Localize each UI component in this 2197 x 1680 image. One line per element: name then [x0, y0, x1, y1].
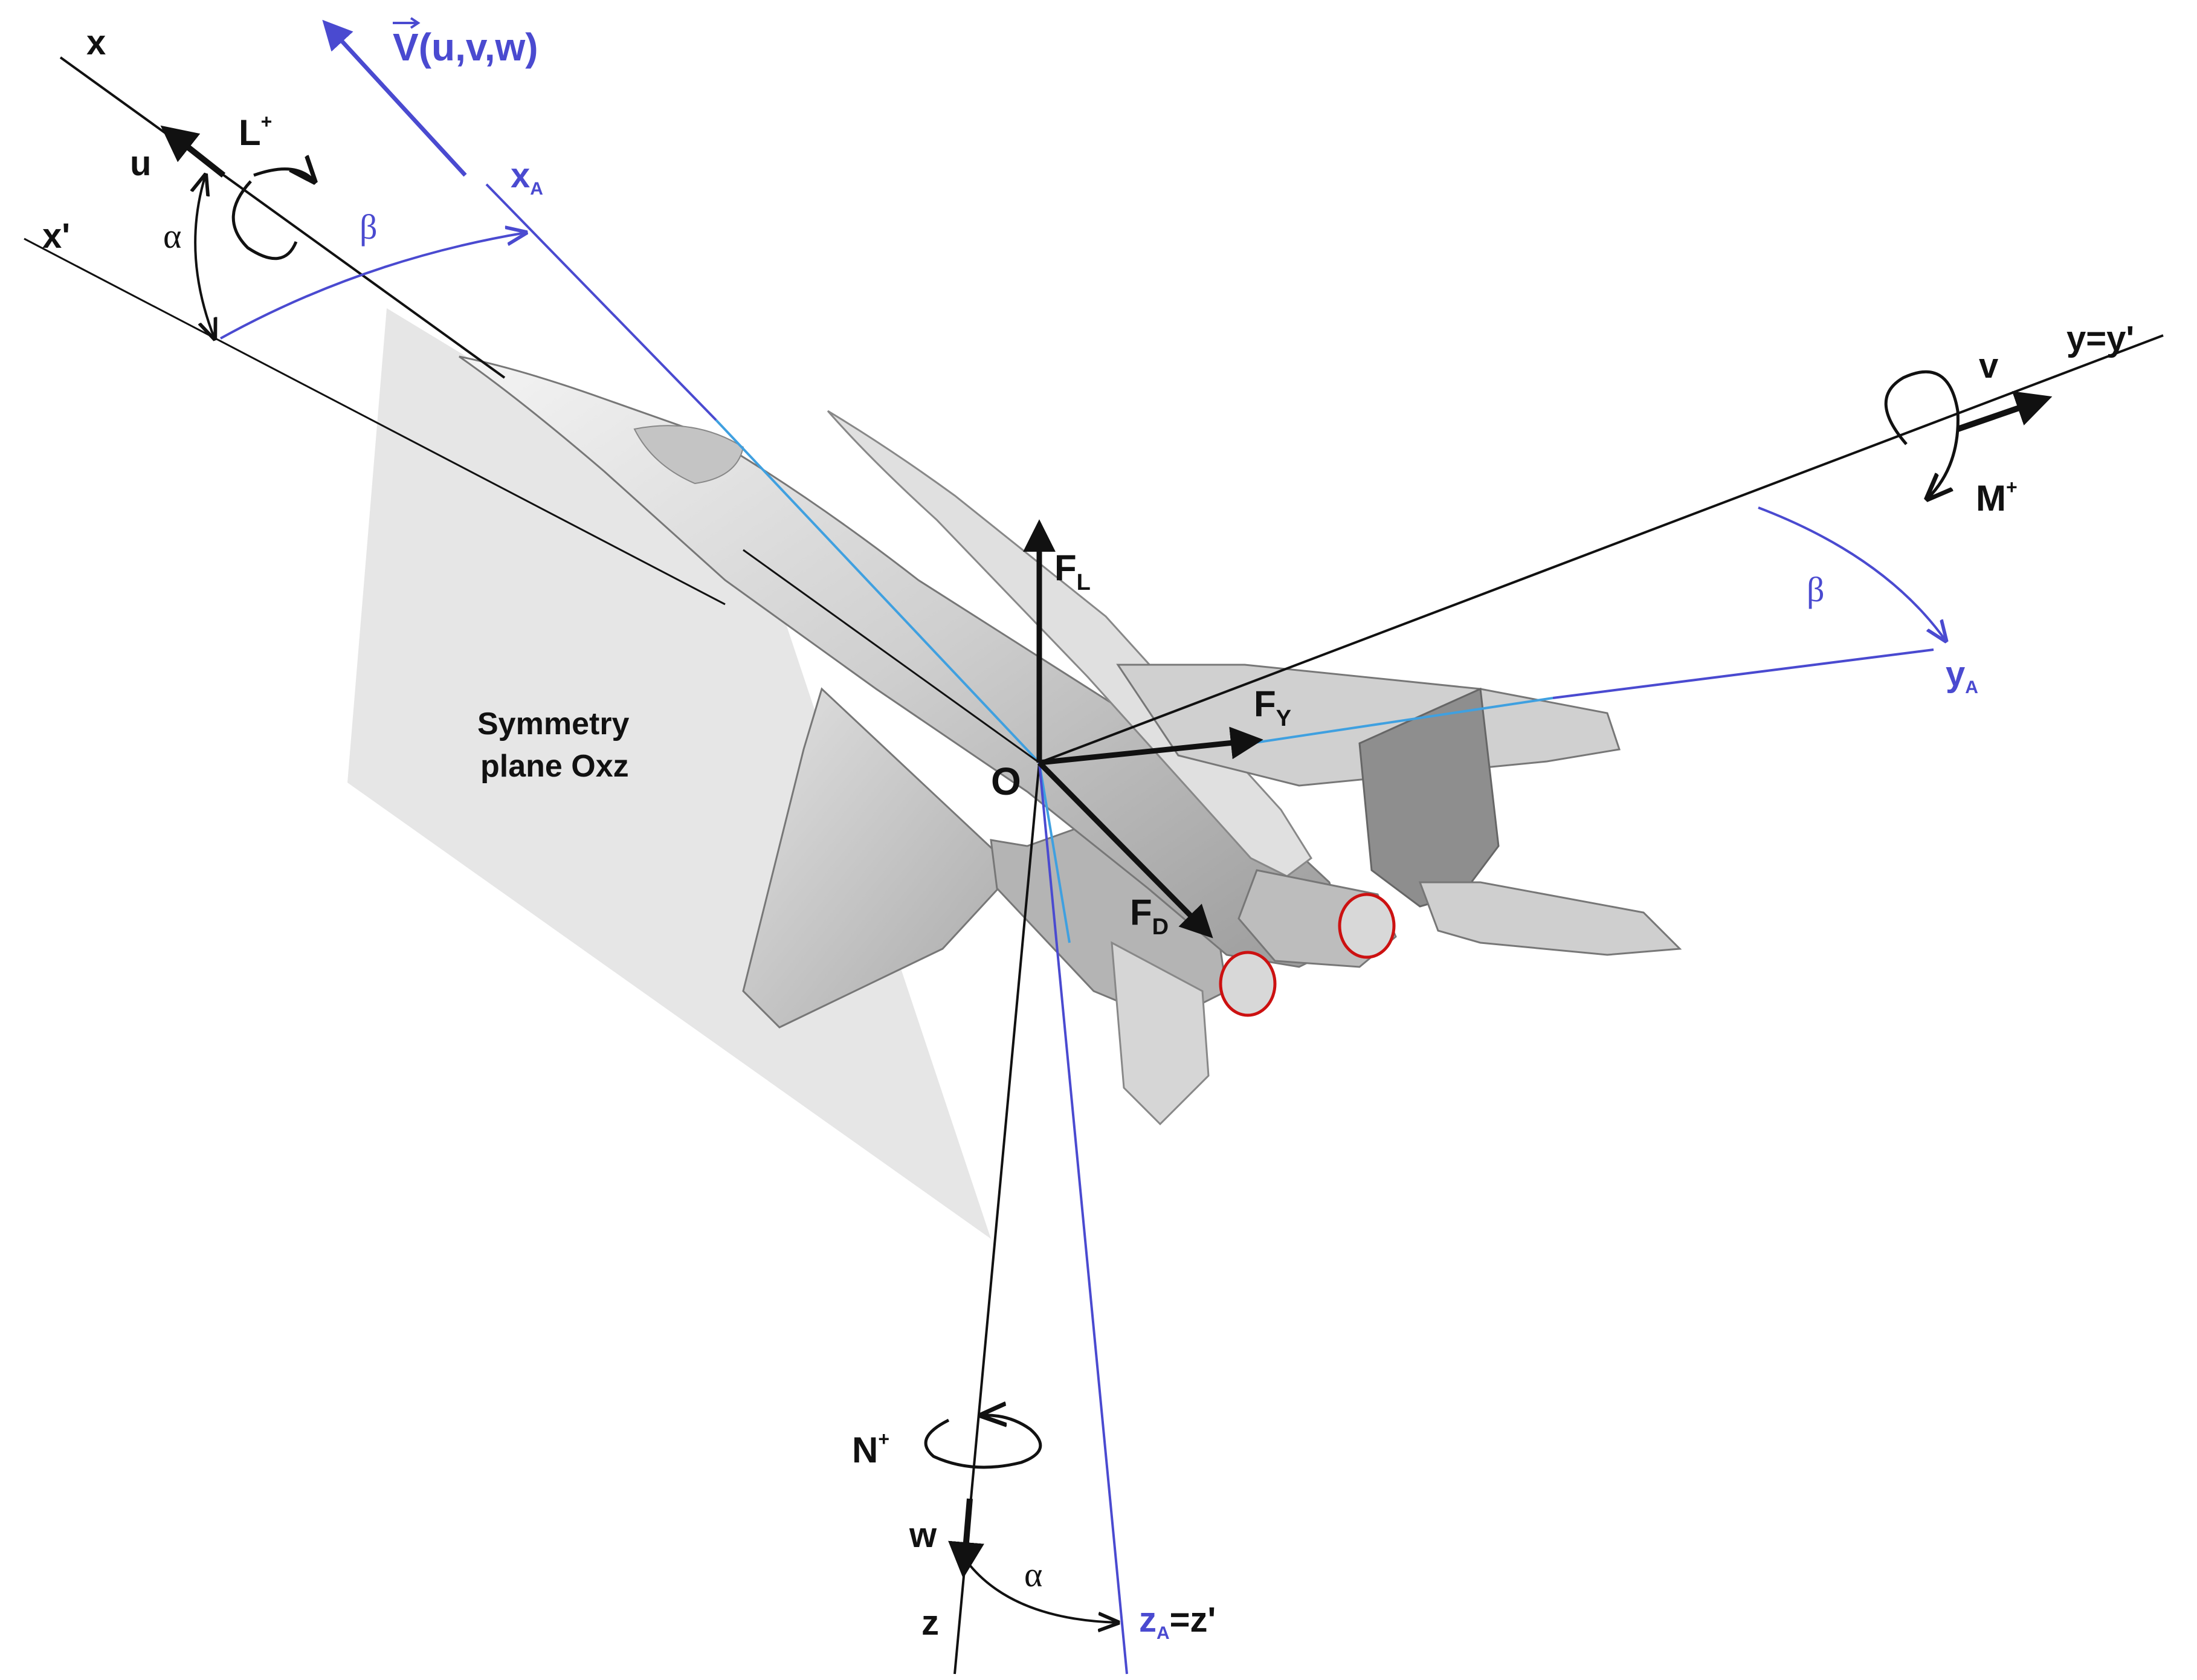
x-axis-line [59, 56, 506, 379]
y-axis-label: y=y' [2066, 319, 2134, 358]
drag-force-arrow [1037, 760, 1213, 939]
alpha-label-top: α [163, 216, 181, 256]
ya-axis-label: yA [1946, 654, 1978, 697]
beta-label-right: β [1807, 570, 1825, 609]
u-label: u [130, 144, 151, 183]
v-label: v [1979, 346, 1998, 386]
symmetry-plane-label-line1: Symmetry [477, 706, 630, 741]
w-label: w [909, 1516, 937, 1555]
x-prime-axis-line [24, 237, 726, 606]
u-arrow [160, 125, 226, 178]
yaw-moment-label: N+ [852, 1428, 889, 1470]
roll-moment-label: L+ [239, 111, 272, 153]
symmetry-plane [347, 308, 991, 1239]
xa-axis-label: xA [511, 156, 543, 199]
side-force-arrow [1039, 726, 1263, 766]
xa-projection-line [715, 419, 1040, 764]
v-arrow [1957, 391, 2053, 432]
aircraft-silhouette-icon [459, 355, 1682, 1126]
alpha-arc-bottom [969, 1564, 1118, 1623]
w-arrow [948, 1498, 984, 1578]
side-force-label: FY [1254, 683, 1291, 731]
za-projection-line [1038, 762, 1071, 943]
velocity-label: V(u,v,w) [393, 25, 538, 69]
origin-label: O [991, 760, 1021, 803]
yaw-moment-arrow-icon [924, 1415, 1042, 1469]
roll-moment-arrow-icon [231, 169, 314, 260]
beta-arc-top [220, 233, 526, 340]
ya-axis-line [1552, 648, 1934, 699]
za-axis-line [1038, 762, 1128, 1675]
velocity-vector-overbar [393, 17, 421, 29]
pitch-moment-arrow-icon [1884, 370, 1960, 499]
za-axis-label: zA=z' [1139, 1600, 1216, 1643]
velocity-vector [322, 19, 467, 177]
alpha-label-bottom: α [1024, 1555, 1042, 1594]
ya-projection-line [1250, 697, 1553, 745]
symmetry-plane-label-line2: plane Oxz [480, 749, 629, 784]
x-prime-axis-label: x' [42, 216, 70, 256]
beta-arc-right [1758, 506, 1946, 641]
z-axis-label: z [921, 1603, 939, 1643]
y-axis-line [1039, 334, 2164, 764]
drag-force-label: FD [1130, 892, 1169, 940]
x-axis-label: x [86, 23, 106, 62]
alpha-arc-top [195, 175, 215, 338]
lift-force-label: FL [1054, 548, 1091, 595]
xa-axis-line [485, 183, 717, 421]
pitch-moment-label: M+ [1976, 476, 2018, 519]
x-axis-inner-line [743, 549, 1040, 764]
beta-label-top: β [360, 207, 378, 247]
